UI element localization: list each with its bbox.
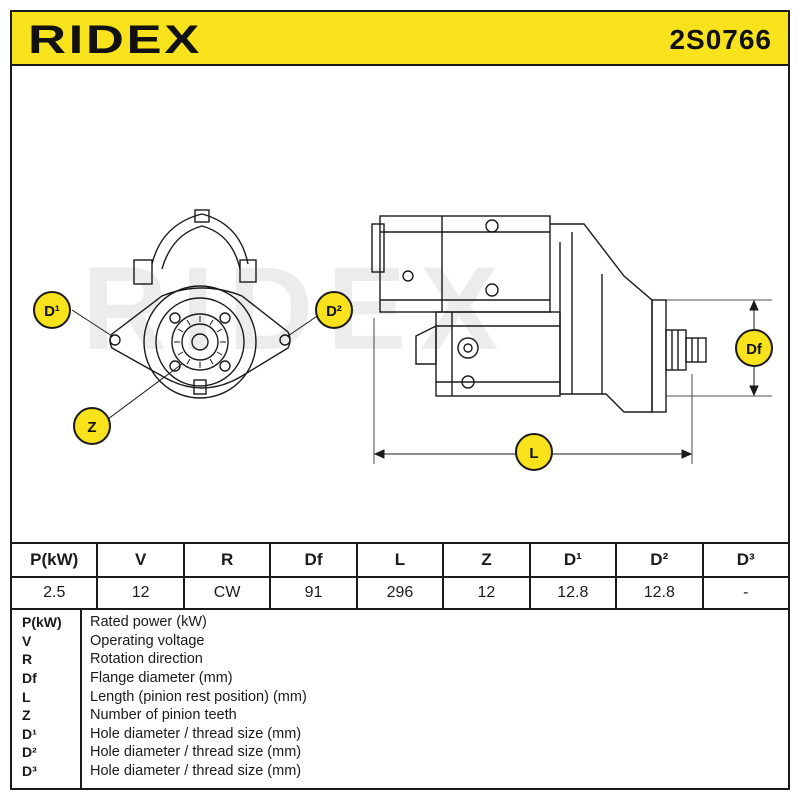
front-view [109, 209, 291, 399]
legend-code: P(kW) [22, 614, 62, 631]
callout-l: L [515, 433, 553, 471]
brand-logo: RIDEX [28, 21, 202, 57]
spec-header-cell: L [355, 542, 445, 578]
legend-row: P(kW) Rated power (kW) [12, 613, 788, 632]
legend: P(kW) Rated power (kW) V Operating voltage… [10, 608, 790, 790]
spec-table: P(kW) V R Df L Z D¹ D² D³ 2.5 12 CW 91 2… [9, 542, 790, 610]
callout-d2: D² [315, 291, 353, 329]
legend-divider [80, 608, 82, 788]
legend-row: D¹ Hole diameter / thread size (mm) [12, 725, 788, 744]
spec-value-cell: 12 [442, 576, 531, 610]
legend-code: V [22, 632, 32, 649]
legend-row: D³ Hole diameter / thread size (mm) [12, 762, 788, 781]
legend-code: Z [22, 707, 31, 724]
legend-row: L Length (pinion rest position) (mm) [12, 687, 788, 706]
legend-list: P(kW) Rated power (kW) V Operating voltage… [12, 613, 788, 780]
spec-header-cell: Z [442, 542, 531, 578]
callout-z: Z [73, 407, 111, 445]
spec-header-row: P(kW) V R Df L Z D¹ D² D³ [9, 542, 790, 578]
legend-desc: Rotation direction [90, 651, 203, 668]
spec-header-cell: Df [269, 542, 358, 578]
spec-value-cell: - [701, 576, 790, 610]
callout-df-label: Df [746, 341, 763, 358]
spec-value-cell: 296 [355, 576, 445, 610]
legend-row: V Operating voltage [12, 632, 788, 651]
spec-header-cell: D² [615, 542, 704, 578]
legend-code: L [22, 688, 31, 705]
callout-z-label: Z [87, 419, 96, 436]
legend-desc: Length (pinion rest position) (mm) [90, 688, 307, 705]
spec-value-cell: CW [182, 576, 272, 610]
spec-value-cell: 12.8 [615, 576, 704, 610]
callout-df: Df [735, 329, 773, 367]
legend-desc: Hole diameter / thread size (mm) [90, 763, 302, 780]
legend-row: D² Hole diameter / thread size (mm) [12, 743, 788, 762]
legend-code: D² [22, 744, 37, 761]
spec-header-cell: V [96, 542, 185, 578]
legend-desc: Operating voltage [90, 632, 205, 649]
callout-l-label: L [529, 445, 538, 462]
legend-desc: Hole diameter / thread size (mm) [90, 744, 302, 761]
drawing-watermark: RIDEX [82, 243, 513, 375]
side-view [371, 215, 707, 413]
legend-desc: Rated power (kW) [90, 614, 207, 631]
drawing-svg: RIDEX [33, 209, 773, 471]
brand-logo-text: RIDEX [28, 21, 202, 57]
legend-desc: Hole diameter / thread size (mm) [90, 725, 302, 742]
legend-code: R [22, 651, 33, 668]
header-bar: RIDEX 2S0766 [10, 10, 790, 66]
technical-drawing: RIDEX [10, 64, 790, 544]
spec-value-row: 2.5 12 CW 91 296 12 12.8 12.8 - [9, 576, 790, 610]
spec-header-cell: R [182, 542, 272, 578]
spec-value-cell: 12 [96, 576, 185, 610]
legend-row: R Rotation direction [12, 650, 788, 669]
spec-header-cell: D³ [701, 542, 790, 578]
callout-d1: D¹ [33, 291, 71, 329]
legend-row: Z Number of pinion teeth [12, 706, 788, 725]
legend-desc: Flange diameter (mm) [90, 670, 233, 687]
callout-d2-label: D² [326, 303, 342, 320]
part-number: 2S0766 [669, 24, 772, 55]
legend-code: D¹ [22, 725, 37, 742]
legend-desc: Number of pinion teeth [90, 707, 237, 724]
spec-value-cell: 91 [269, 576, 358, 610]
spec-value-cell: 12.8 [528, 576, 618, 610]
spec-value-cell: 2.5 [9, 576, 99, 610]
callout-d1-label: D¹ [44, 303, 60, 320]
legend-code: D³ [22, 763, 37, 780]
legend-code: Df [22, 670, 37, 687]
spec-header-cell: D¹ [528, 542, 618, 578]
spec-header-cell: P(kW) [9, 542, 99, 578]
legend-row: Df Flange diameter (mm) [12, 669, 788, 688]
